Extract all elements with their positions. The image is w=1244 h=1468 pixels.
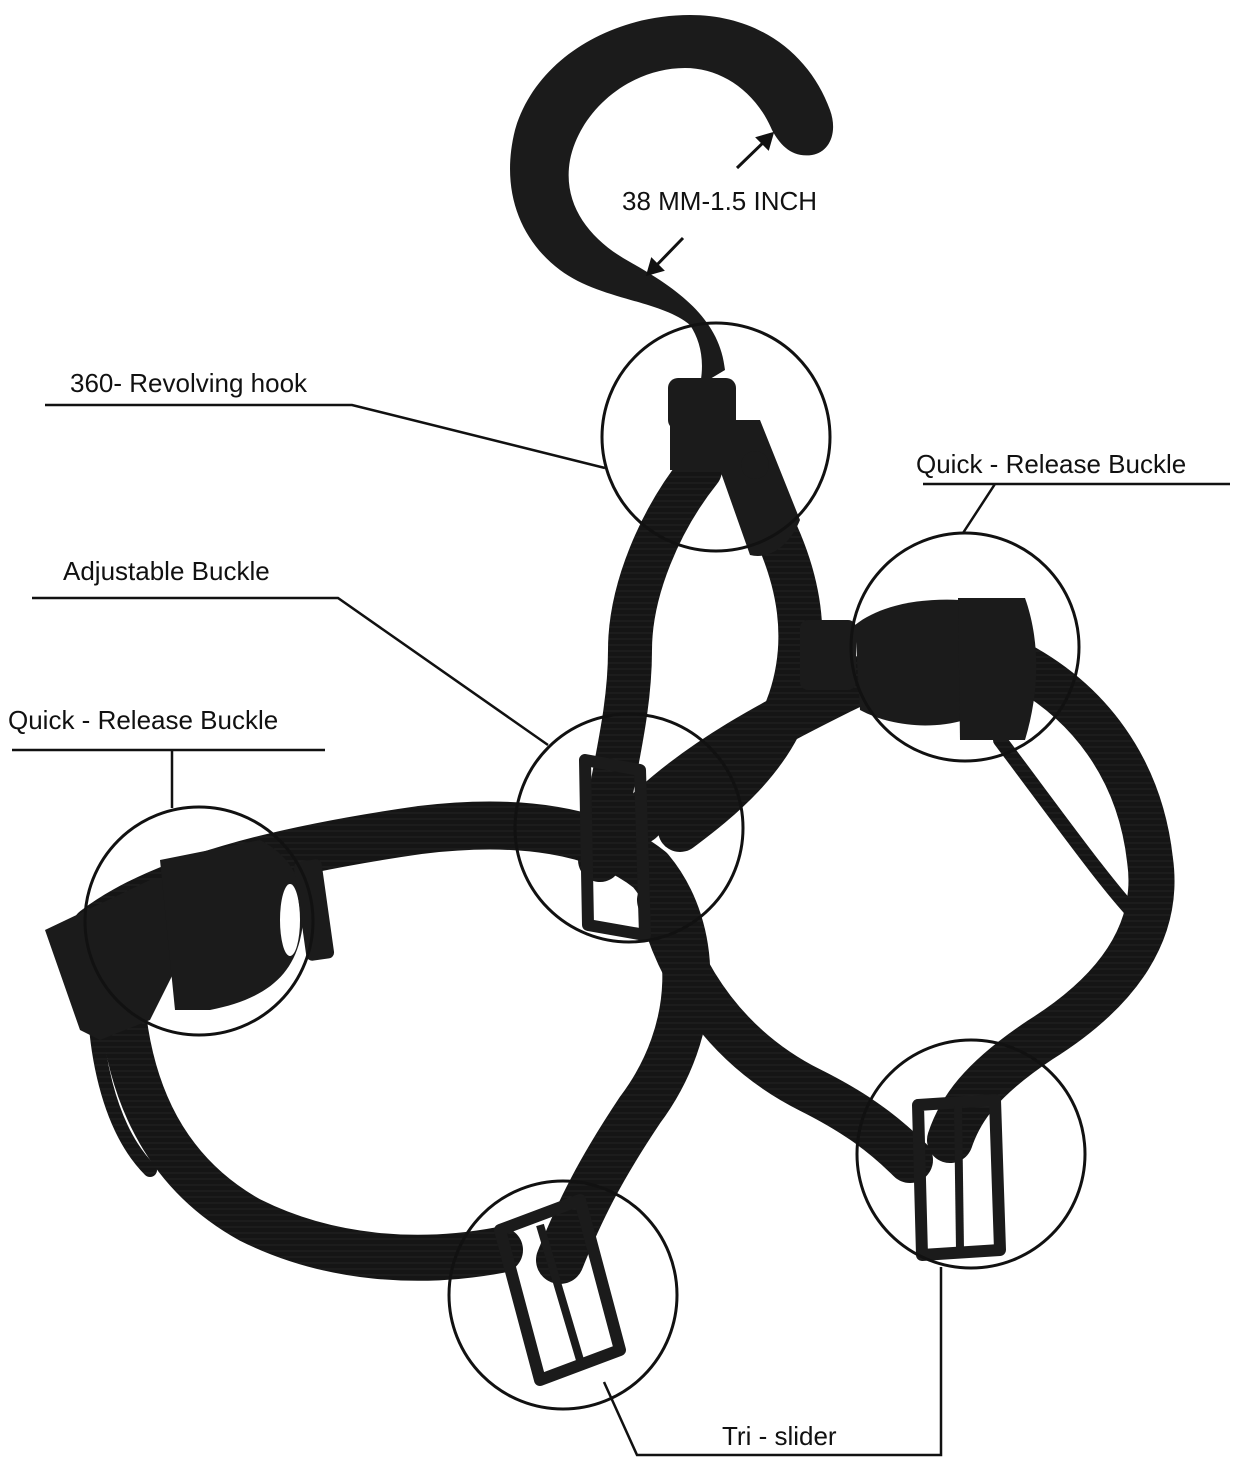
adjustable-buckle [579,754,651,941]
callout-circles [83,321,1087,1411]
callout-circle-right-buckle [849,531,1081,763]
callout-circle-right-slider [855,1038,1087,1270]
quick-release-buckle-right-label: Quick - Release Buckle [916,449,1187,479]
leader-tri-slider [602,1267,943,1457]
hook-strap-loop [578,448,823,882]
left-quick-release-buckle [45,840,335,1040]
leader-lines [12,403,1230,1457]
callout-circle-hook [600,321,832,553]
quick-release-buckle-left-label: Quick - Release Buckle [8,705,279,735]
callout-circle-left-slider [447,1179,679,1411]
leader-left-buckle [12,748,325,808]
revolving-hook-label: 360- Revolving hook [70,368,308,398]
hook-size-label: 38 MM-1.5 INCH [622,186,818,216]
callout-circle-adjustable [513,712,745,944]
tri-slider-label: Tri - slider [722,1421,837,1451]
adjustable-buckle-label: Adjustable Buckle [63,556,270,586]
left-tri-slider [494,1194,626,1386]
revolving-hook [510,15,834,556]
hook-size-arrows [645,131,775,277]
right-loop-strap [616,632,1175,1183]
leader-revolving-hook [45,403,606,470]
leader-adjustable [32,596,549,747]
leader-right-buckle [923,482,1230,534]
right-quick-release-buckle [800,598,1037,740]
callout-circle-left-buckle [83,805,315,1037]
right-tri-slider [912,1094,1006,1261]
